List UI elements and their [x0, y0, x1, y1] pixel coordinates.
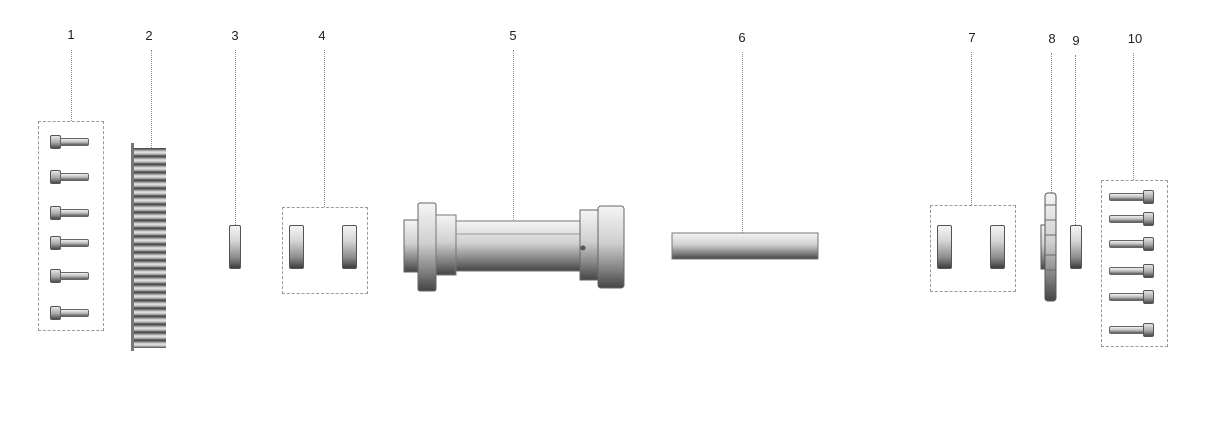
leader-line-10: [1133, 53, 1134, 180]
callout-label-7: 7: [968, 30, 976, 45]
leader-line-3: [235, 50, 236, 225]
toothed-pulley-icon: [134, 148, 166, 348]
callout-label-9: 9: [1072, 33, 1080, 48]
bolt-set-right-box: [1101, 180, 1168, 347]
callout-label-6: 6: [738, 30, 746, 45]
callout-label-1: 1: [67, 27, 75, 42]
leader-line-7: [971, 52, 972, 205]
bearing-icon: [937, 225, 952, 269]
bearing-pair-right-box: [930, 205, 1016, 292]
leader-line-2: [151, 50, 152, 148]
callout-label-3: 3: [231, 28, 239, 43]
leader-line-1: [71, 50, 72, 121]
leader-line-6: [742, 52, 743, 235]
callout-label-4: 4: [318, 28, 326, 43]
bolt-set-left-box: [38, 121, 104, 331]
bearing-icon: [342, 225, 357, 269]
callout-label-5: 5: [509, 28, 517, 43]
axle-rod-icon: [671, 232, 819, 260]
spacer-right-icon: [1070, 225, 1082, 269]
spacer-left-icon: [229, 225, 241, 269]
callout-label-8: 8: [1048, 31, 1056, 46]
bearing-pair-left-box: [282, 207, 368, 294]
sprocket-icon: [1040, 192, 1057, 302]
leader-line-5: [513, 50, 514, 220]
leader-line-8: [1051, 53, 1052, 193]
leader-line-4: [324, 50, 325, 207]
bearing-icon: [990, 225, 1005, 269]
pulley-flange-icon: [131, 143, 134, 351]
leader-line-9: [1075, 55, 1076, 225]
bearing-icon: [289, 225, 304, 269]
callout-label-10: 10: [1127, 31, 1143, 46]
hub-shaft-icon: [403, 202, 625, 292]
callout-label-2: 2: [145, 28, 153, 43]
